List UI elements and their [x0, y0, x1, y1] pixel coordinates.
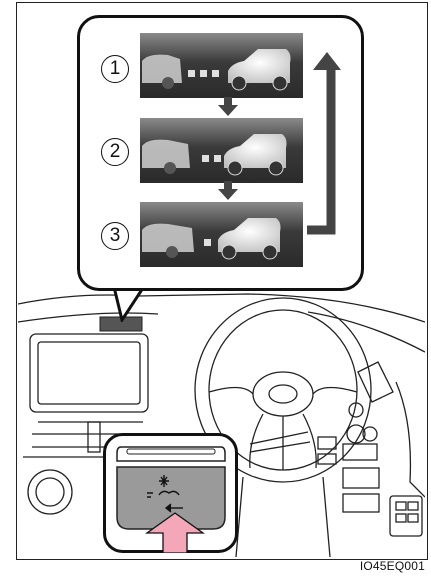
return-arrow-icon	[305, 50, 345, 245]
step-2-number: 2	[101, 138, 129, 166]
step-3-panel	[140, 202, 303, 267]
down-arrow-icon	[217, 181, 239, 201]
distance-switch-inset	[103, 433, 238, 553]
step-1-number: 1	[101, 55, 129, 83]
figure-code: IO45EQ001	[360, 559, 425, 573]
down-arrow-icon	[217, 97, 239, 117]
step-2-panel	[140, 118, 303, 183]
step-1-panel	[140, 33, 303, 98]
step-3-number: 3	[101, 222, 129, 250]
